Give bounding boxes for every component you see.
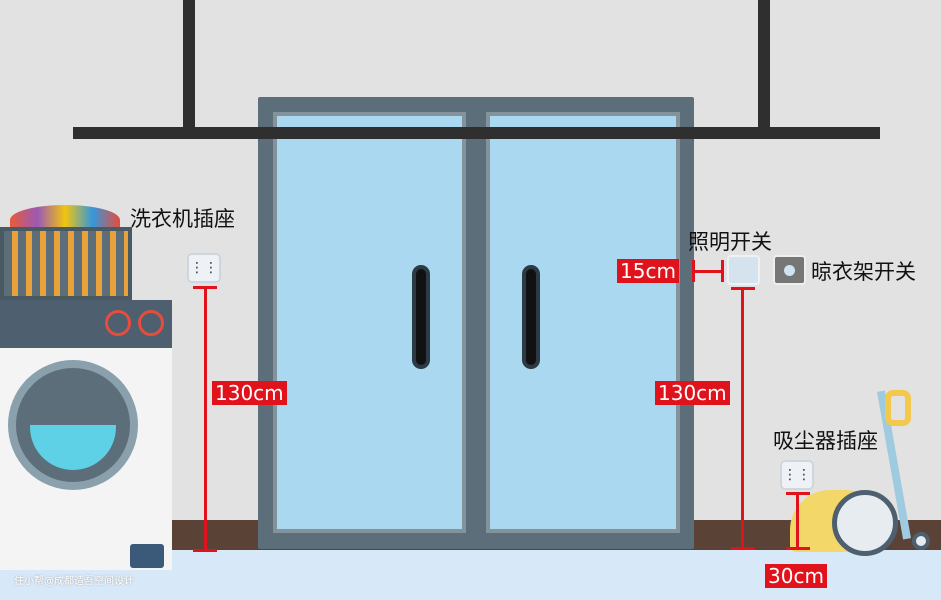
light-switch-label: 照明开关: [688, 230, 772, 254]
door-panel-left: [273, 112, 466, 533]
rack-pole-right: [758, 0, 770, 132]
door-handle-right[interactable]: [526, 269, 536, 365]
vacuum-cleaner: [790, 360, 941, 560]
laundry-basket: [0, 205, 132, 300]
vacuum-socket-label: 吸尘器插座: [773, 429, 878, 453]
vacuum-socket-height: 30cm: [765, 564, 827, 588]
vacuum-socket-icon: ⋮⋮: [780, 460, 814, 490]
rack-bar: [73, 127, 880, 139]
vacuum-dim-line: [796, 492, 799, 550]
watermark: 住小帮@成都造吾空间设计: [14, 576, 134, 587]
vacuum-dim-cap-bottom: [786, 547, 810, 550]
light-switch[interactable]: [727, 255, 760, 285]
door-handle-left[interactable]: [416, 269, 426, 365]
offset-dim-line: [692, 270, 723, 273]
washer-socket-dim-cap-bottom: [193, 549, 217, 552]
drying-rack-switch[interactable]: [773, 255, 806, 285]
switch-dim-cap-bottom: [731, 547, 755, 550]
door-panel-right: [486, 112, 680, 533]
offset-dim-cap-right: [721, 260, 724, 282]
switch-offset: 15cm: [617, 259, 679, 283]
rack-pole-left: [183, 0, 195, 132]
glass-door: [258, 97, 694, 549]
washer-socket-height: 130cm: [212, 381, 287, 405]
drying-rack-switch-label: 晾衣架开关: [811, 260, 916, 284]
washing-machine: [0, 300, 172, 570]
washer-socket-dim-line: [204, 286, 207, 552]
switch-height: 130cm: [655, 381, 730, 405]
washer-socket-label: 洗衣机插座: [130, 207, 235, 231]
washer-socket-icon: ⋮⋮: [187, 253, 221, 283]
switch-dim-line: [741, 287, 744, 550]
